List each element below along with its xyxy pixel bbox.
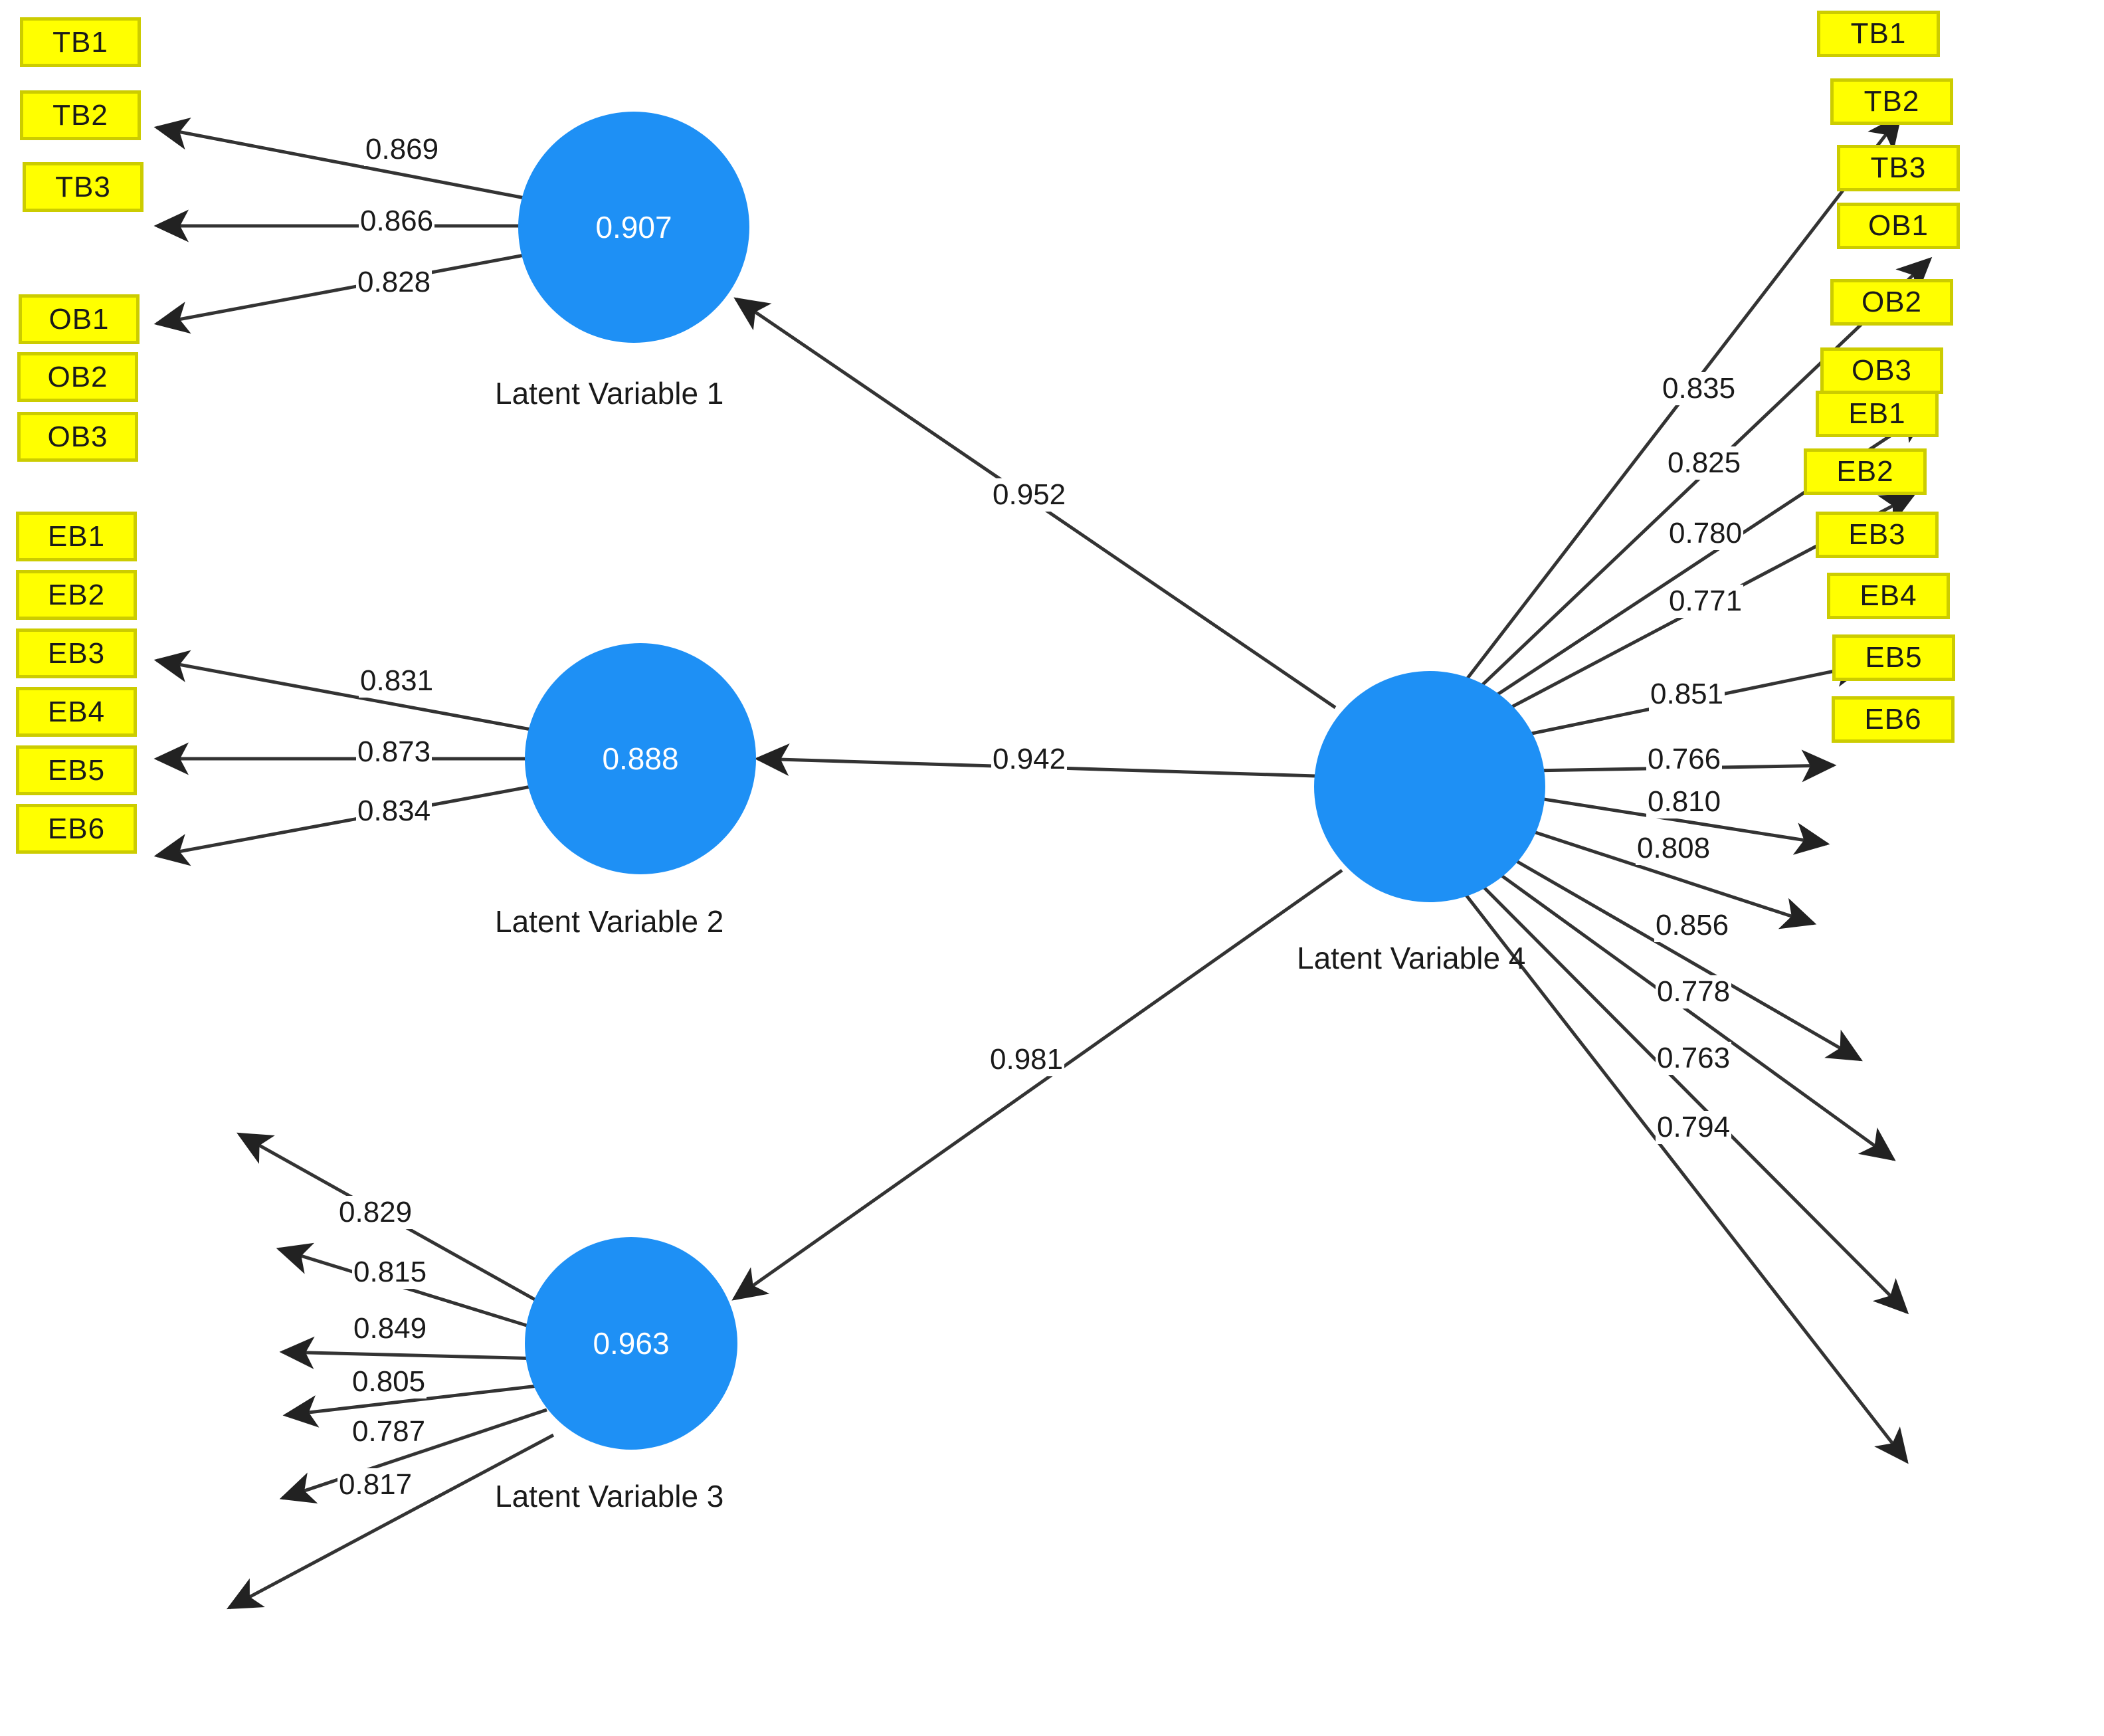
indicator-label: TB2	[1864, 85, 1920, 118]
indicator-box-right-2[interactable]: TB3	[1837, 145, 1960, 191]
loading-label-right-2: 0.780	[1668, 517, 1744, 550]
loading-label-right-8: 0.856	[1654, 909, 1731, 942]
indicator-label: EB1	[47, 520, 106, 553]
indicator-box-right-1[interactable]: TB2	[1830, 78, 1953, 125]
indicator-label: EB3	[47, 636, 106, 670]
indicator-label: EB6	[1864, 703, 1922, 735]
indicator-label: OB1	[1867, 209, 1929, 242]
loading-label-right-0: 0.835	[1661, 372, 1737, 405]
indicator-box-right-9[interactable]: EB4	[1827, 573, 1950, 619]
latent-variable-3-value: 0.963	[593, 1326, 670, 1361]
indicator-box-left-5[interactable]: OB3	[17, 412, 138, 462]
indicator-label: TB3	[1870, 151, 1927, 184]
loading-label-left-11: 0.817	[337, 1468, 414, 1501]
latent-variable-1-circle[interactable]: 0.907	[518, 112, 749, 343]
loading-label-left-3: 0.831	[359, 664, 435, 698]
indicator-label: OB3	[47, 420, 108, 453]
indicator-label: EB5	[1865, 641, 1923, 674]
indicator-label: OB1	[48, 302, 110, 336]
loading-label-right-1: 0.825	[1666, 446, 1743, 480]
lv2-measurement-arrows	[153, 650, 539, 866]
latent-variable-2-value: 0.888	[602, 741, 679, 776]
indicator-label: EB6	[47, 812, 106, 845]
indicator-box-left-7[interactable]: EB2	[16, 570, 137, 620]
indicator-box-right-10[interactable]: EB5	[1832, 634, 1955, 681]
indicator-box-left-10[interactable]: EB5	[16, 745, 137, 795]
loading-label-right-4: 0.851	[1649, 678, 1725, 711]
indicator-box-left-9[interactable]: EB4	[16, 687, 137, 737]
latent-variable-3-circle[interactable]: 0.963	[525, 1237, 737, 1450]
latent-variable-2-label: Latent Variable 2	[495, 904, 724, 939]
indicator-box-left-4[interactable]: OB2	[17, 352, 138, 402]
indicator-label: TB1	[1850, 17, 1907, 50]
latent-variable-3-label: Latent Variable 3	[495, 1479, 724, 1513]
loading-label-left-1: 0.866	[359, 205, 435, 238]
indicator-box-left-8[interactable]: EB3	[16, 628, 137, 678]
indicator-label: EB5	[47, 753, 106, 787]
loading-label-right-9: 0.778	[1656, 975, 1732, 1009]
loading-label-right-7: 0.808	[1636, 832, 1712, 865]
latent-variable-4-label: Latent Variable 4	[1297, 941, 1526, 975]
indicator-box-left-3[interactable]: OB1	[19, 294, 140, 344]
indicator-label: EB2	[47, 578, 106, 611]
indicator-label: EB1	[1848, 397, 1906, 430]
loading-label-right-10: 0.763	[1656, 1042, 1732, 1075]
loading-label-right-6: 0.810	[1646, 785, 1723, 819]
indicator-label: TB1	[52, 25, 108, 58]
indicator-box-right-11[interactable]: EB6	[1832, 696, 1955, 743]
loading-label-left-7: 0.815	[352, 1256, 429, 1289]
indicator-label: EB4	[1860, 579, 1917, 612]
loading-label-left-5: 0.834	[356, 795, 432, 828]
lv1-measurement-arrows	[153, 117, 532, 334]
indicator-box-right-0[interactable]: TB1	[1817, 11, 1940, 57]
indicator-label: EB4	[47, 695, 106, 728]
indicator-box-right-6[interactable]: EB1	[1816, 391, 1939, 437]
indicator-label: OB2	[1861, 286, 1923, 318]
loading-label-left-2: 0.828	[356, 266, 432, 299]
indicator-box-right-4[interactable]: OB2	[1830, 279, 1953, 326]
indicator-box-right-5[interactable]: OB3	[1820, 347, 1943, 394]
indicator-box-left-2[interactable]: TB3	[23, 162, 143, 212]
loading-label-right-5: 0.766	[1646, 743, 1723, 776]
indicator-box-right-3[interactable]: OB1	[1837, 203, 1960, 249]
indicator-label: TB3	[55, 170, 111, 203]
loading-label-left-0: 0.869	[364, 133, 440, 166]
loading-label-left-8: 0.849	[352, 1312, 429, 1345]
indicator-label: EB2	[1836, 455, 1894, 488]
path-label-lv4-to-lv2: 0.942	[991, 743, 1068, 776]
latent-variable-1-label: Latent Variable 1	[495, 376, 724, 411]
loading-label-left-10: 0.787	[351, 1415, 427, 1448]
loading-label-right-11: 0.794	[1656, 1111, 1732, 1144]
path-label-lv4-to-lv3: 0.981	[989, 1043, 1065, 1076]
structural-paths	[731, 297, 1343, 1301]
loading-label-left-9: 0.805	[351, 1365, 427, 1398]
indicator-box-right-7[interactable]: EB2	[1804, 448, 1927, 495]
indicator-label: EB3	[1848, 518, 1906, 551]
latent-variable-1-value: 0.907	[595, 210, 672, 244]
indicator-label: TB2	[52, 98, 108, 132]
latent-variable-2-circle[interactable]: 0.888	[525, 643, 756, 874]
loading-label-left-4: 0.873	[356, 735, 432, 769]
indicator-box-left-11[interactable]: EB6	[16, 804, 137, 854]
indicator-box-right-8[interactable]: EB3	[1816, 512, 1939, 558]
path-label-lv4-to-lv1: 0.952	[991, 478, 1068, 512]
loading-label-left-6: 0.829	[337, 1196, 414, 1229]
indicator-label: OB3	[1851, 354, 1913, 387]
loading-label-right-3: 0.771	[1668, 585, 1744, 618]
indicator-box-left-6[interactable]: EB1	[16, 512, 137, 561]
indicator-box-left-0[interactable]: TB1	[20, 17, 141, 67]
indicator-box-left-1[interactable]: TB2	[20, 90, 141, 140]
latent-variable-4-circle[interactable]	[1314, 671, 1545, 902]
indicator-label: OB2	[47, 360, 108, 393]
